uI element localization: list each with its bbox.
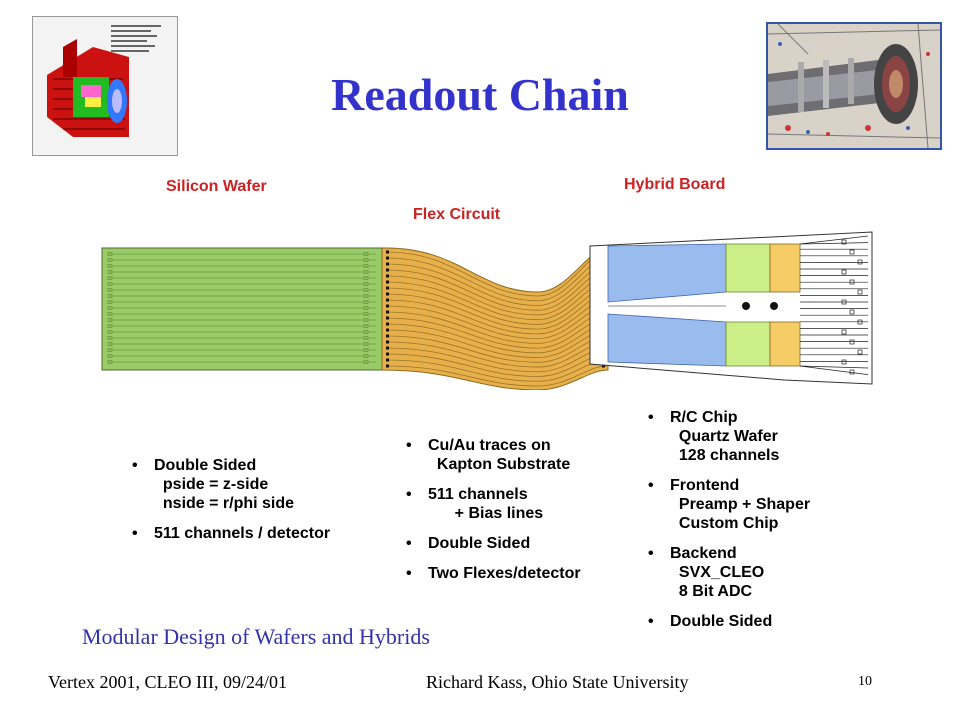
detector-cutaway-image	[32, 16, 178, 156]
label-flex-circuit: Flex Circuit	[413, 206, 501, 223]
label-silicon-wafer: Silicon Wafer	[166, 178, 267, 195]
detector-photo	[766, 22, 942, 150]
flex-bullets: •Cu/Au traces on Kapton Substrate •511 c…	[406, 436, 581, 594]
list-item: •Cu/Au traces on Kapton Substrate	[406, 437, 571, 473]
wafer-bullets: •Double Sided pside = z-side nside = r/p…	[132, 456, 330, 554]
list-item: •R/C Chip Quartz Wafer 128 channels	[648, 409, 780, 464]
page-number: 10	[858, 674, 872, 689]
list-item: •Double Sided pside = z-side nside = r/p…	[132, 457, 295, 512]
slide-subtitle: Modular Design of Wafers and Hybrids	[82, 624, 430, 649]
list-item: •Frontend Preamp + Shaper Custom Chip	[648, 477, 811, 532]
flex-circuit-drawing	[381, 247, 609, 391]
list-item: •Double Sided	[648, 613, 773, 630]
list-item: •Backend SVX_CLEO 8 Bit ADC	[648, 545, 765, 600]
hybrid-bullets: •R/C Chip Quartz Wafer 128 channels •Fro…	[648, 408, 810, 642]
list-item: •Two Flexes/detector	[406, 565, 581, 582]
page-title: Readout Chain	[331, 69, 629, 120]
label-hybrid-board: Hybrid Board	[624, 176, 726, 193]
footer-left: Vertex 2001, CLEO III, 09/24/01	[48, 672, 287, 692]
readout-diagram	[98, 230, 878, 391]
hybrid-board-drawing	[589, 231, 873, 385]
footer-center: Richard Kass, Ohio State University	[426, 672, 689, 692]
list-item: •511 channels + Bias lines	[406, 486, 544, 522]
list-item: •Double Sided	[406, 535, 531, 552]
list-item: •511 channels / detector	[132, 525, 331, 542]
silicon-wafer-drawing	[101, 247, 383, 371]
